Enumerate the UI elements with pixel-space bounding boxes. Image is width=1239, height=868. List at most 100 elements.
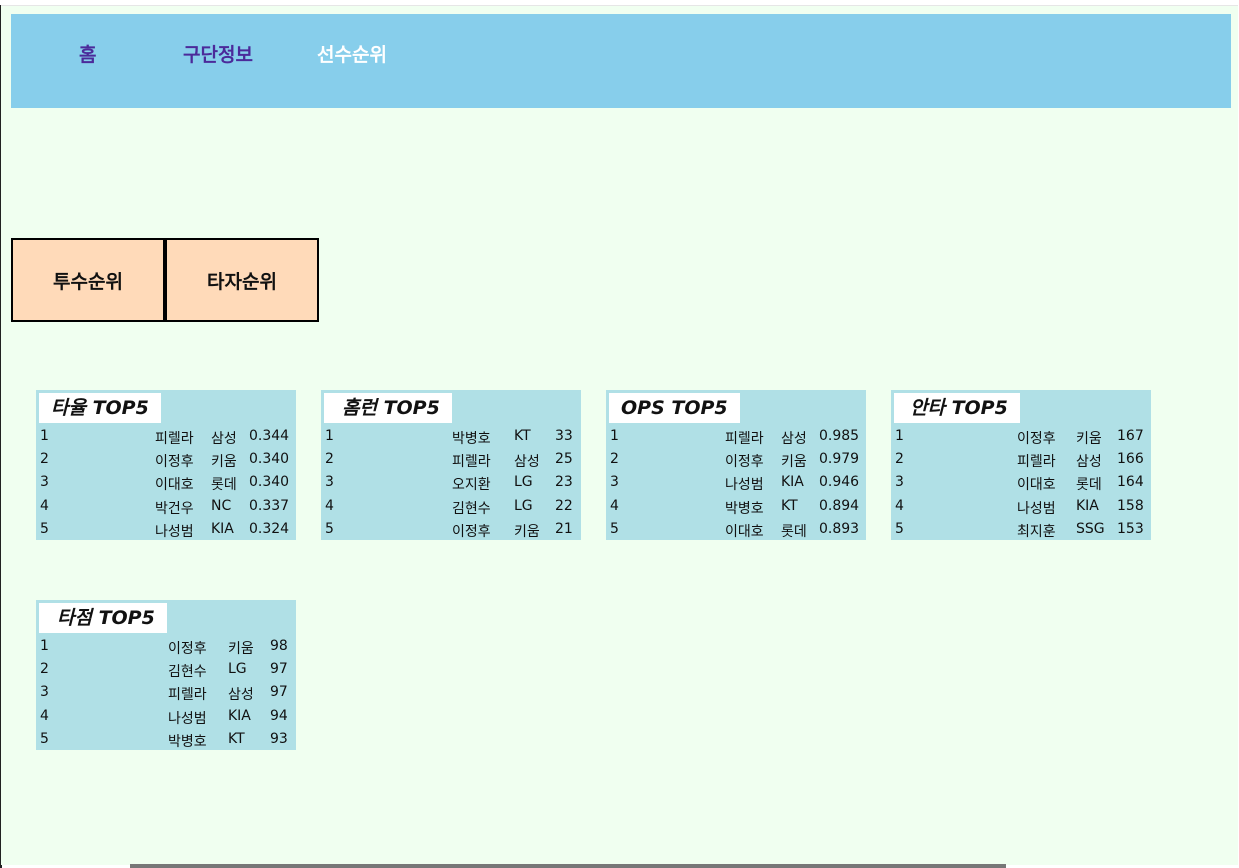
taskbar-edge [130, 864, 1006, 868]
stat-value: 98 [270, 638, 288, 654]
team-name: 롯데 [781, 523, 807, 540]
stat-value: 0.344 [249, 428, 290, 444]
rank-cell: 3 [325, 474, 334, 491]
rank-cell: 2 [325, 451, 334, 468]
player-name: 피렐라 [168, 687, 207, 704]
stat-value: 0.340 [249, 451, 290, 468]
rank-cell: 3 [40, 684, 49, 701]
rank-cell: 1 [325, 428, 334, 444]
team-name: KT [228, 730, 245, 747]
rank-cell: 2 [895, 451, 904, 468]
team-name: 삼성 [1076, 454, 1102, 471]
player-name: 이정후 [155, 454, 194, 471]
team-name: 키움 [514, 523, 540, 540]
nav-link-player-rank[interactable]: 선수순위 [317, 44, 387, 66]
stat-value: 25 [555, 451, 573, 468]
stat-value: 0.324 [249, 520, 290, 537]
card-title: 안타 TOP5 [894, 393, 1020, 423]
rank-cell: 3 [610, 474, 619, 491]
stat-value: 164 [1117, 474, 1144, 491]
card-title: 홈런 TOP5 [324, 393, 452, 423]
rank-cell: 1 [40, 428, 49, 444]
player-name: 나성범 [1017, 500, 1056, 517]
batter-rank-button[interactable]: 타자순위 [165, 238, 319, 322]
team-name: LG [514, 497, 533, 514]
player-name: 박병호 [452, 431, 491, 447]
rank-cell: 5 [610, 520, 619, 537]
player-name: 피렐라 [1017, 454, 1056, 471]
team-name: 키움 [211, 454, 237, 471]
player-name: 나성범 [168, 710, 207, 727]
player-name: 이대호 [1017, 477, 1056, 494]
team-name: 키움 [228, 641, 254, 657]
stat-value: 0.893 [819, 520, 860, 537]
team-name: 삼성 [781, 431, 807, 447]
rank-cell: 5 [40, 520, 49, 537]
player-name: 오지환 [452, 477, 491, 494]
stat-value: 0.340 [249, 474, 290, 491]
table-row: 1 이정후 키움 98 [36, 635, 296, 658]
team-name: LG [514, 474, 533, 491]
card-title: 타율 TOP5 [39, 393, 161, 423]
nav-link-home[interactable]: 홈 [79, 44, 97, 66]
rank-cell: 3 [40, 474, 49, 491]
team-name: KIA [1076, 497, 1099, 514]
stat-value: 94 [270, 707, 288, 724]
player-name: 이정후 [168, 641, 207, 657]
stat-value: 93 [270, 730, 288, 747]
card-title: OPS TOP5 [609, 393, 740, 423]
player-name: 이대호 [155, 477, 194, 494]
stat-value: 0.979 [819, 451, 860, 468]
player-name: 피렐라 [452, 454, 491, 471]
stat-value: 166 [1117, 451, 1144, 468]
table-row: 2 피렐라 삼성 166 [891, 448, 1151, 471]
nav-link-team-info[interactable]: 구단정보 [183, 44, 253, 66]
stat-value: 0.894 [819, 497, 860, 514]
stat-value: 21 [555, 520, 573, 537]
stat-value: 33 [555, 428, 573, 444]
stat-value: 97 [270, 684, 288, 701]
rank-cell: 4 [895, 497, 904, 514]
pitcher-rank-button[interactable]: 투수순위 [11, 238, 165, 322]
team-name: KT [781, 497, 798, 514]
player-name: 피렐라 [155, 431, 194, 447]
rank-cell: 1 [40, 638, 49, 654]
team-name: 키움 [781, 454, 807, 471]
player-name: 박병호 [725, 500, 764, 517]
team-name: KIA [228, 707, 251, 724]
rank-cell: 5 [895, 520, 904, 537]
stat-value: 0.337 [249, 497, 290, 514]
rank-cell: 2 [40, 451, 49, 468]
rank-cell: 1 [895, 428, 904, 444]
stat-value: 167 [1117, 428, 1144, 444]
rank-cell: 4 [325, 497, 334, 514]
player-name: 나성범 [155, 523, 194, 540]
team-name: SSG [1076, 520, 1105, 537]
player-name: 박건우 [155, 500, 194, 517]
rank-cell: 3 [895, 474, 904, 491]
